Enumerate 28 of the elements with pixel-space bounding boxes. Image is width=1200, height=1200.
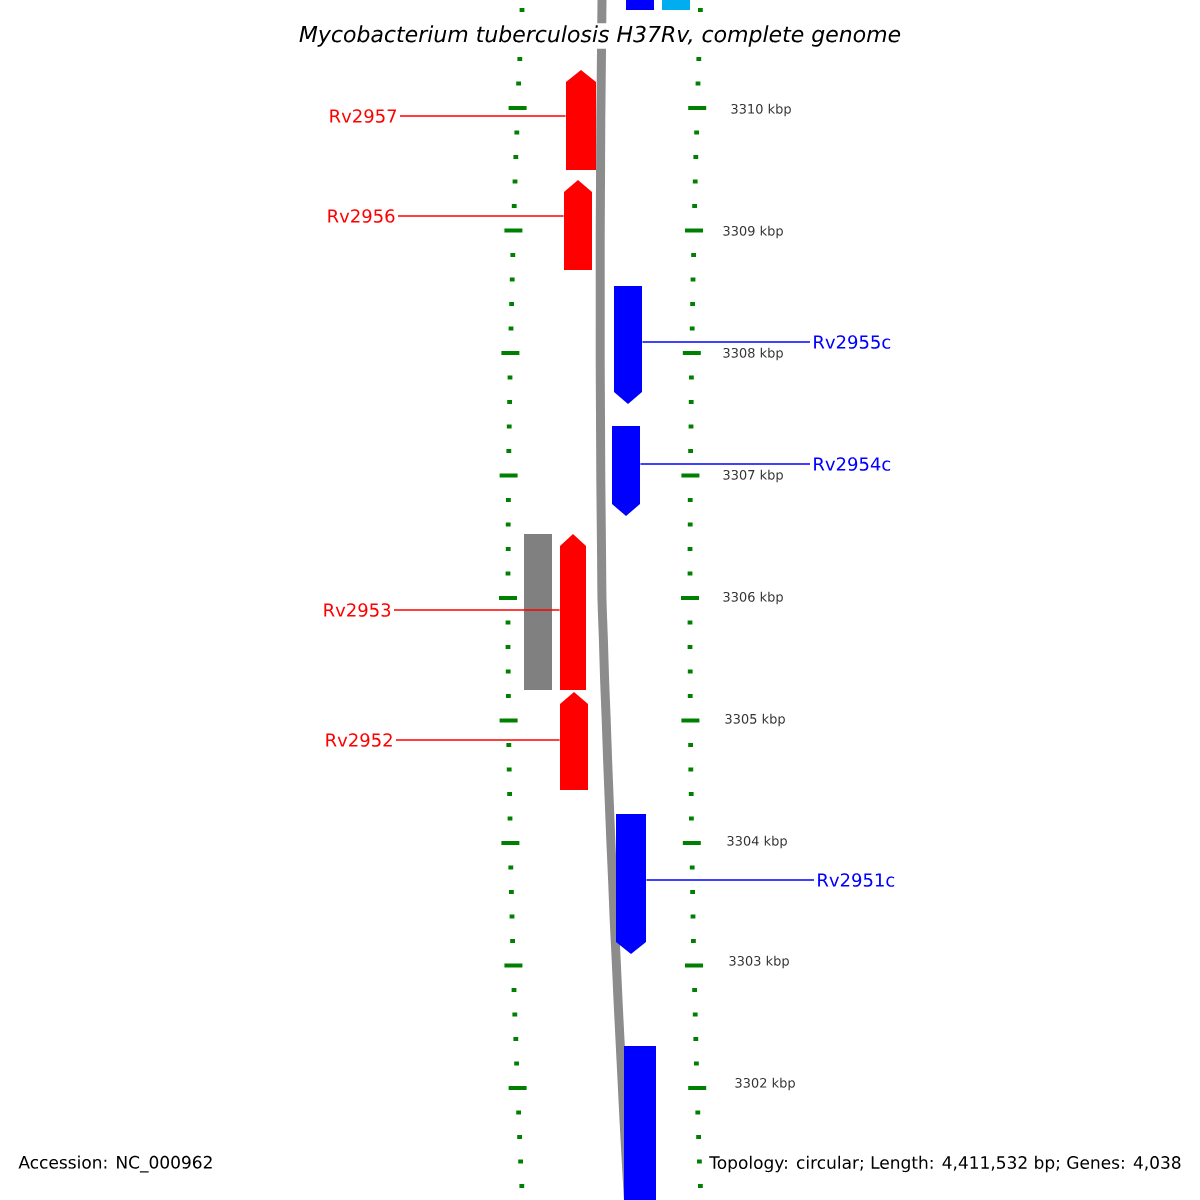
leader-line [639,463,811,465]
gene-glyph [612,426,640,516]
gene-glyph [662,0,690,10]
gene-glyph [614,286,642,404]
gene-glyph [566,70,596,170]
gene-label: Rv2951c [818,873,895,887]
gene-glyph [560,692,588,790]
gene-label: Rv2957 [330,109,397,123]
gene-label: Rv2955c [814,335,891,349]
leader-line [393,609,561,611]
gene-block [524,534,552,690]
accession-text: Accession: NC_000962 [18,1155,212,1173]
leader-line [641,341,811,343]
gene-glyph [560,534,586,690]
leader-line [395,739,561,741]
gene-glyph [564,180,592,270]
gene-glyph [626,0,654,10]
gene-glyph [616,814,646,954]
leader-line [645,879,815,881]
gene-label: Rv2953 [324,603,391,617]
leader-line [397,215,565,217]
gene-label: Rv2952 [326,733,392,747]
genome-info-text: Topology: circular; Length: 4,411,532 bp; Genes: 4,038 [707,1153,1184,1175]
gene-glyph [624,1046,656,1200]
gene-label: Rv2954c [814,457,891,471]
title: Mycobacterium tuberculosis H37Rv, complete genome [296,23,904,49]
leader-line [399,115,567,117]
gene-label: Rv2956 [328,209,395,223]
